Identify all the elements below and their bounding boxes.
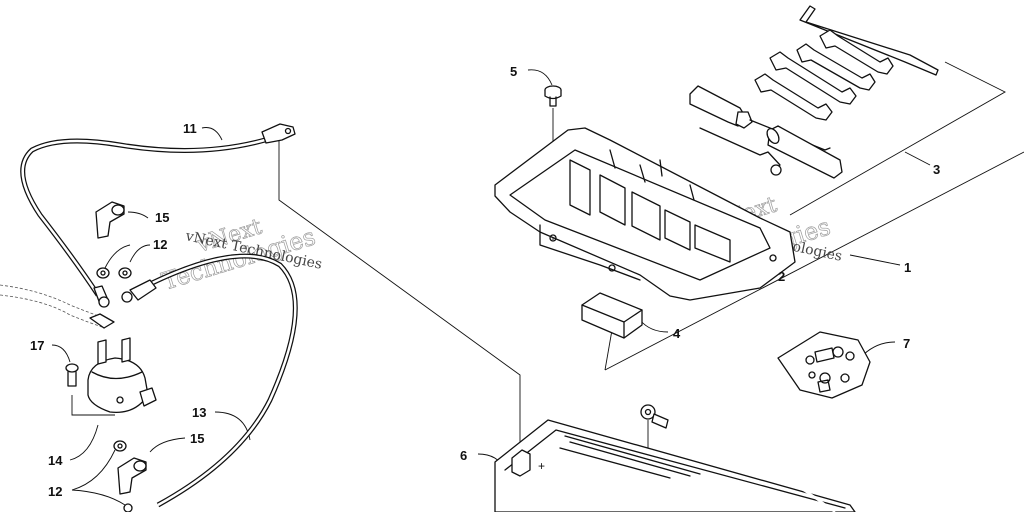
foam-pad (581, 292, 643, 339)
mount-tab (139, 387, 157, 407)
callout-labels: 1 2 3 4 5 6 7 11 12 12 13 14 15 15 17 (30, 64, 940, 499)
socket-wrench (766, 125, 843, 179)
callout-15-lower: 15 (190, 431, 204, 446)
leader-14 (69, 424, 99, 461)
wrench-4 (754, 73, 833, 121)
extension-bar (699, 127, 782, 176)
leader-15b (149, 437, 186, 453)
callout-2: 2 (778, 269, 785, 284)
toolkit-bracket (789, 61, 1006, 216)
leader-12a (129, 244, 151, 263)
boot-15-lower (117, 457, 147, 495)
cable-11 (20, 123, 296, 308)
callout-11: 11 (183, 121, 197, 136)
battery-tray (494, 127, 796, 301)
leader-17 (51, 344, 71, 363)
callout-1: 1 (904, 260, 911, 275)
leader-1 (849, 254, 901, 266)
battery-label-lines (559, 435, 701, 479)
tray-body (494, 127, 796, 301)
callout-15-upper: 15 (155, 210, 169, 225)
callout-6: 6 (460, 448, 467, 463)
callout-5: 5 (510, 64, 517, 79)
callout-14: 14 (48, 453, 63, 468)
tray-outline-front (604, 151, 1024, 371)
screw-5 (544, 85, 562, 107)
leader-12b-2 (71, 489, 126, 506)
battery-cable-right (640, 404, 836, 512)
callout-7: 7 (903, 336, 910, 351)
cable-13 (121, 253, 298, 512)
solenoid-body (87, 357, 149, 414)
bracket-plate (89, 313, 115, 329)
hardware-kit (777, 331, 871, 399)
callout-13: 13 (192, 405, 206, 420)
wire-dashed (0, 284, 111, 329)
tray-inner (509, 149, 771, 281)
screw-17-axis (71, 395, 115, 416)
battery: + (494, 419, 856, 512)
tool-kit (689, 5, 939, 179)
leader-12b (71, 449, 116, 491)
nuts-12-upper (96, 267, 132, 279)
callout-4: 4 (673, 326, 681, 341)
wrench-3 (769, 51, 857, 105)
screwdriver (689, 85, 831, 151)
callout-12-upper: 12 (153, 237, 167, 252)
tray-outline-left (604, 329, 613, 371)
post-right (121, 337, 131, 363)
cable-to-battery-leader (278, 140, 521, 455)
leader-15a (127, 211, 149, 219)
screw-17 (65, 363, 79, 387)
leader-5 (527, 69, 553, 86)
tray-front-edge (539, 224, 641, 281)
starter-solenoid (0, 284, 157, 414)
boot-15-upper (95, 201, 125, 239)
post-left (97, 339, 107, 365)
callout-12-lower: 12 (48, 484, 62, 499)
wrench-1 (819, 29, 894, 75)
wrench-2 (796, 43, 876, 91)
hardware-bag (777, 331, 871, 399)
leader-4 (639, 319, 669, 333)
battery-body (494, 419, 856, 512)
nut-12-lower (113, 440, 127, 452)
hex-key (799, 5, 939, 76)
leader-11 (201, 127, 223, 141)
leader-12a-2 (104, 244, 131, 269)
callout-17: 17 (30, 338, 44, 353)
callout-3: 3 (933, 162, 940, 177)
plus-sign: + (538, 459, 545, 473)
battery-terminal (511, 449, 531, 477)
leader-3 (904, 151, 931, 166)
